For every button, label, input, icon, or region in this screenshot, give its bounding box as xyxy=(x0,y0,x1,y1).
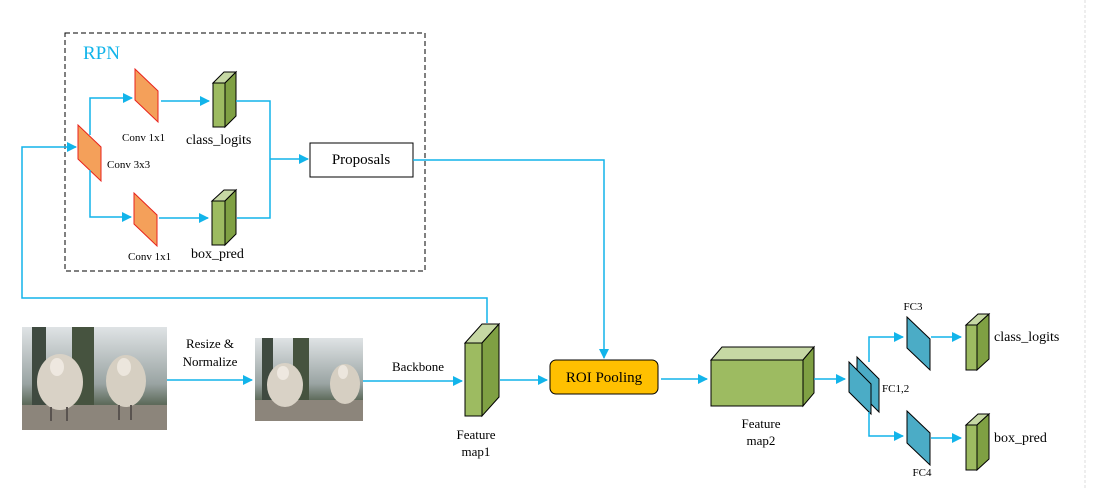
roi-pooling-box xyxy=(549,359,659,395)
feature-map2-label-line1: Feature xyxy=(742,416,781,431)
feature-map2-label-line2: map2 xyxy=(747,433,776,448)
resize-label-line2: Normalize xyxy=(183,354,238,369)
arrow-to-fc4 xyxy=(868,412,904,441)
rpn-title: RPN xyxy=(83,43,120,64)
backbone-label: Backbone xyxy=(392,359,444,374)
conv3x3-layer xyxy=(77,123,102,183)
input-image xyxy=(22,327,167,430)
resized-image xyxy=(255,338,363,421)
conv1x1-top-label: Conv 1x1 xyxy=(122,132,165,144)
conv1x1-bottom-label: Conv 1x1 xyxy=(128,251,171,263)
arrow-to-fc3 xyxy=(868,332,904,362)
fc4-label: FC4 xyxy=(913,467,932,479)
feature-map1-label-line1: Feature xyxy=(457,427,496,442)
rpn-box-pred-label: box_pred xyxy=(191,247,244,262)
conv1x1-top-layer xyxy=(134,67,159,124)
arrow-to-conv1x1-top xyxy=(89,93,133,135)
arrow-proposals-to-roi xyxy=(413,159,609,359)
rpn-box-pred-block xyxy=(210,188,238,247)
rpn-class-logits-label: class_logits xyxy=(186,133,251,148)
feature-map1-label-line2: map1 xyxy=(462,444,491,459)
fc4-layer xyxy=(906,409,931,467)
feature-map2-block xyxy=(709,345,816,408)
fc3-layer xyxy=(906,315,931,372)
arrow-featuremap-to-rpn xyxy=(21,142,488,323)
rpn-box xyxy=(64,32,426,272)
conv3x3-label: Conv 3x3 xyxy=(107,159,151,171)
proposals-box xyxy=(309,142,414,178)
head-class-logits-block xyxy=(964,312,991,372)
arrow-to-conv1x1-bottom xyxy=(89,170,132,222)
fc3-label: FC3 xyxy=(904,301,923,313)
head-box-pred-block xyxy=(964,412,991,472)
fc12-layer xyxy=(848,355,880,416)
proposals-label: Proposals xyxy=(332,152,391,168)
resize-label-line1: Resize & xyxy=(186,336,234,351)
head-box-pred-label: box_pred xyxy=(994,431,1047,446)
fc12-label: FC1,2 xyxy=(882,383,909,395)
rpn-class-logits-block xyxy=(211,70,238,129)
conv1x1-bottom-layer xyxy=(133,191,158,248)
feature-map1-block xyxy=(463,322,501,418)
merge-line xyxy=(236,100,271,219)
roi-pooling-label: ROI Pooling xyxy=(566,370,643,386)
head-class-logits-label: class_logits xyxy=(994,330,1059,345)
